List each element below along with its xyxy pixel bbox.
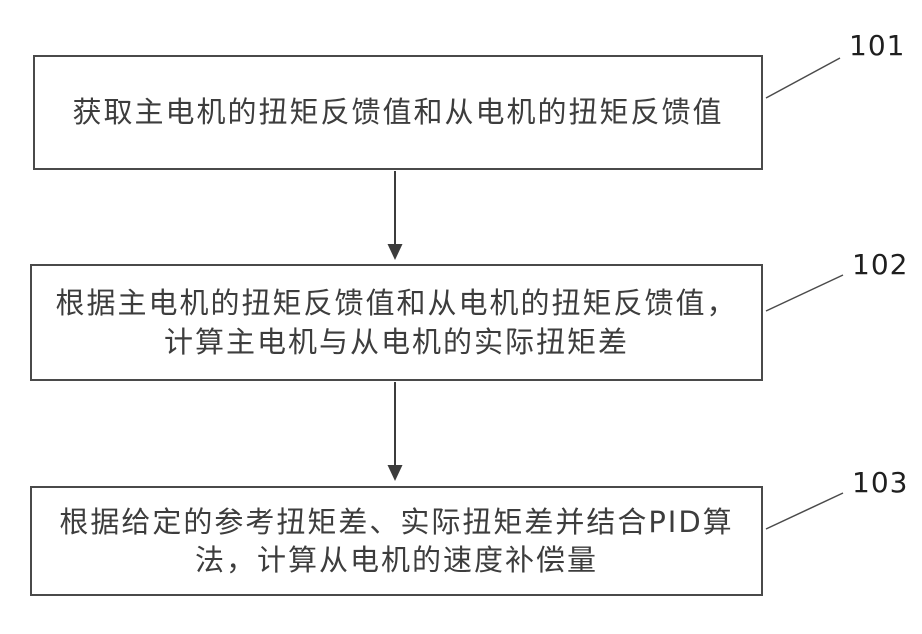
arrow-102-to-103 (387, 382, 403, 481)
ref-label-102: 102 (852, 248, 909, 281)
arrow-101-to-102 (387, 171, 403, 260)
step-box-101: 获取主电机的扭矩反馈值和从电机的扭矩反馈值 (33, 55, 763, 170)
step-text-102: 根据主电机的扭矩反馈值和从电机的扭矩反馈值， 计算主电机与从电机的实际扭矩差 (55, 286, 738, 359)
step-box-103: 根据给定的参考扭矩差、实际扭矩差并结合PID算 法，计算从电机的速度补偿量 (30, 486, 763, 596)
step-box-102: 根据主电机的扭矩反馈值和从电机的扭矩反馈值， 计算主电机与从电机的实际扭矩差 (30, 264, 763, 381)
step-text-101: 获取主电机的扭矩反馈值和从电机的扭矩反馈值 (72, 95, 724, 130)
ref-label-103: 103 (852, 466, 909, 499)
ref-label-101: 101 (849, 29, 906, 62)
leader-line-103 (765, 492, 844, 530)
leader-line-102 (765, 274, 844, 312)
leader-line-101 (765, 57, 841, 99)
step-text-103: 根据给定的参考扭矩差、实际扭矩差并结合PID算 法，计算从电机的速度补偿量 (59, 504, 734, 577)
